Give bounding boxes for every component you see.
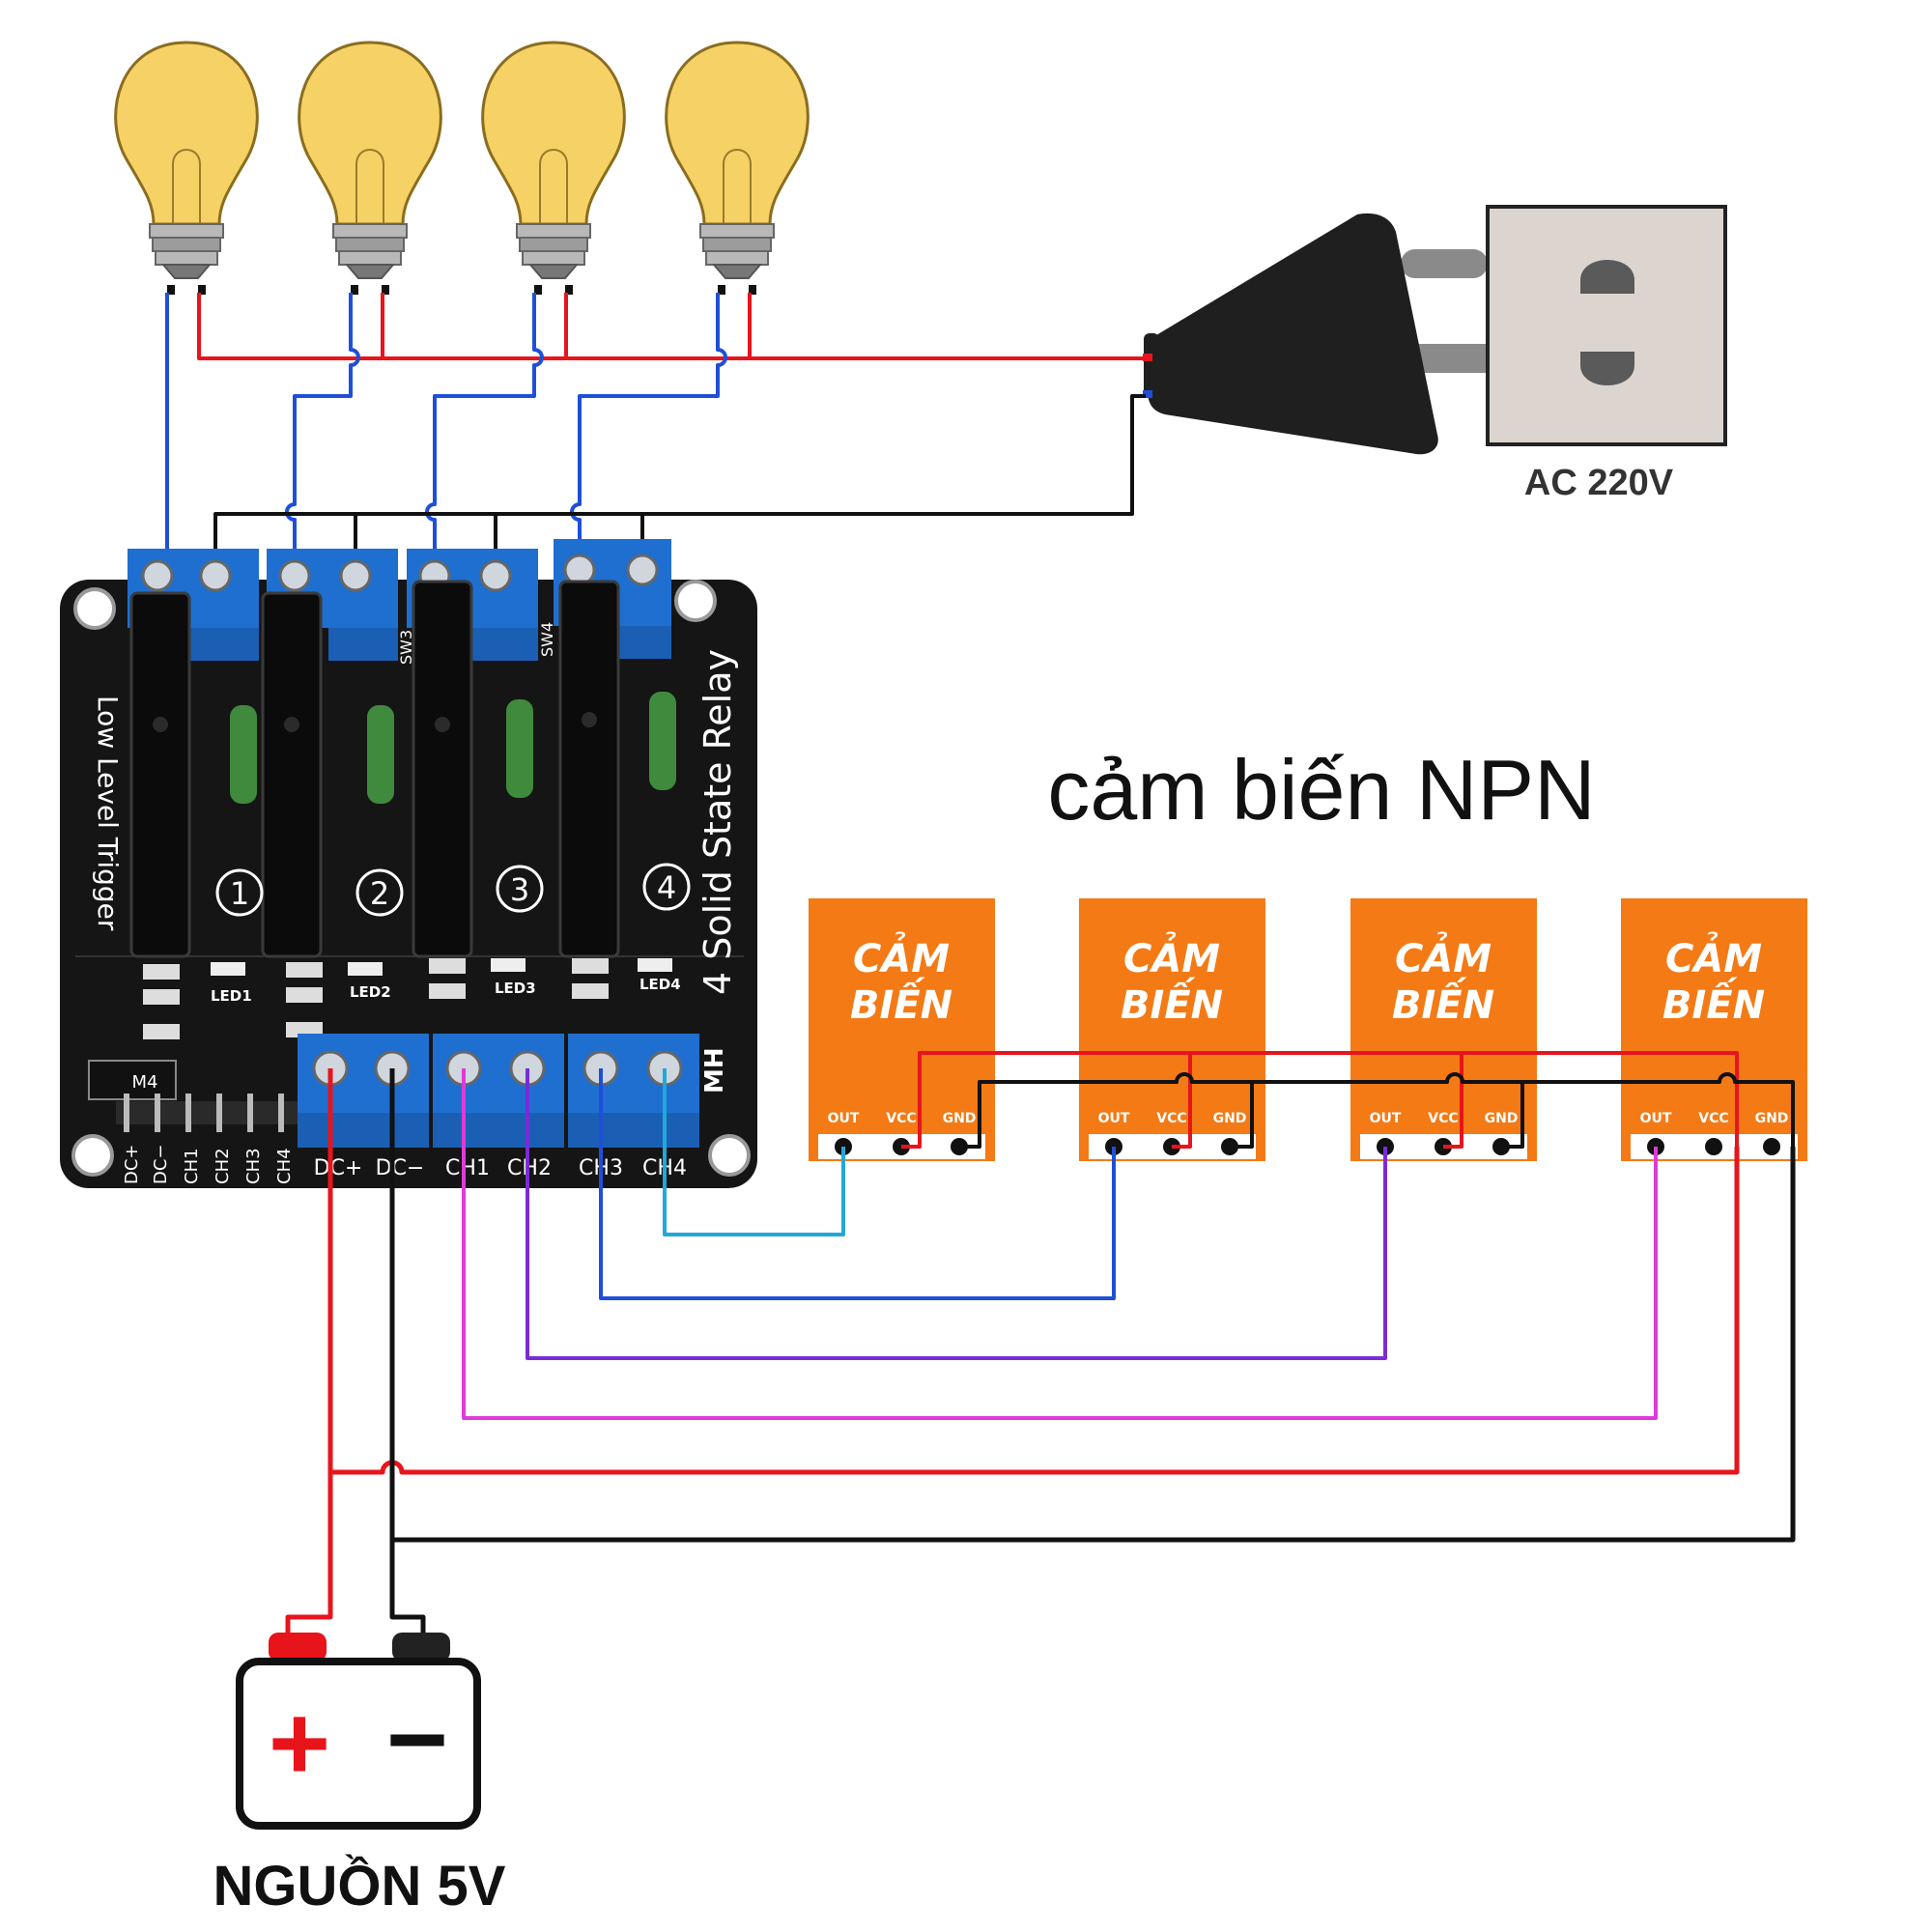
header-pin-label-2: DC− bbox=[151, 1144, 171, 1184]
wire-ch4-sensor1 bbox=[663, 1068, 845, 1236]
svg-text:2: 2 bbox=[370, 875, 389, 912]
sensor-2-pin-out: OUT bbox=[1098, 1111, 1130, 1126]
terminal-label-dc-minus: DC− bbox=[376, 1156, 425, 1180]
bottom-terminal-ch34 bbox=[568, 1034, 699, 1148]
sensor-4-pin-vcc: VCC bbox=[1698, 1111, 1728, 1126]
sensor-2: CẢM BIẾN OUT VCC GND bbox=[1079, 898, 1265, 1161]
led-area-3: LED3 bbox=[429, 958, 536, 999]
sensor-3-title-line2: BIẾN bbox=[1392, 976, 1494, 1028]
sensor-3-pin-out: OUT bbox=[1370, 1111, 1402, 1126]
sensor-3-title-line1: CẢM bbox=[1395, 930, 1492, 981]
sensor-3-pin-gnd: GND bbox=[1485, 1111, 1519, 1126]
header-pin-label-6: CH4 bbox=[274, 1148, 295, 1184]
diagram-title: cảm biến NPN bbox=[1047, 742, 1595, 838]
battery: + − bbox=[236, 1633, 481, 1830]
battery-minus-icon: − bbox=[386, 1680, 448, 1799]
battery-plus-icon: + bbox=[269, 1684, 330, 1803]
ssr-module-1 bbox=[129, 591, 257, 958]
board-name: 4 Solid State Relay bbox=[696, 649, 739, 995]
supply-wires bbox=[285, 1068, 1796, 1642]
signal-wires bbox=[462, 1068, 1658, 1420]
sensor-2-title-line2: BIẾN bbox=[1121, 976, 1223, 1028]
bottom-terminal-power bbox=[298, 1034, 429, 1148]
svg-text:3: 3 bbox=[510, 871, 529, 908]
sensor-4-pin-out: OUT bbox=[1640, 1111, 1672, 1126]
led-area-1: LED1 bbox=[143, 962, 252, 1039]
channel-number-4: 4 bbox=[642, 863, 691, 911]
sensor-2-title-line1: CẢM bbox=[1123, 930, 1220, 981]
led2-label: LED2 bbox=[350, 983, 391, 1001]
wire-ch2-sensor3 bbox=[526, 1068, 1387, 1360]
sw4-label: SW4 bbox=[538, 622, 556, 657]
sensor-3-pin-vcc: VCC bbox=[1428, 1111, 1458, 1126]
svg-text:4: 4 bbox=[657, 869, 676, 906]
ac-socket bbox=[1486, 205, 1727, 446]
sensor-2-pin-vcc: VCC bbox=[1156, 1111, 1186, 1126]
svg-text:M4: M4 bbox=[132, 1072, 158, 1093]
sensor-power-bus bbox=[901, 1051, 1795, 1149]
bulb-3 bbox=[481, 41, 626, 295]
sensor-4-pin-gnd: GND bbox=[1755, 1111, 1789, 1126]
wire-ch1-sensor4 bbox=[462, 1068, 1658, 1420]
sensor-1-title-line1: CẢM bbox=[853, 930, 950, 981]
svg-text:1: 1 bbox=[230, 875, 249, 912]
board-side-label: Low Level Trigger bbox=[92, 696, 124, 931]
bulb-1 bbox=[114, 41, 259, 295]
relay-board: 1 2 3 4 4 Solid State Relay Low Level Tr… bbox=[60, 539, 757, 1188]
ac-plug bbox=[1143, 213, 1502, 455]
sensor-1-title-line2: BIẾN bbox=[850, 976, 952, 1028]
led3-label: LED3 bbox=[495, 980, 536, 997]
terminal-label-dc-plus: DC+ bbox=[314, 1156, 363, 1180]
chip-m4: M4 bbox=[88, 1060, 177, 1100]
channel-number-1: 1 bbox=[215, 868, 264, 917]
sensor-1: CẢM BIẾN OUT VCC GND bbox=[809, 898, 995, 1161]
ac-label: AC 220V bbox=[1524, 463, 1674, 503]
header-pins bbox=[116, 1094, 299, 1132]
header-pin-label-1: DC+ bbox=[122, 1144, 142, 1184]
led-area-4: LED4 bbox=[572, 958, 681, 999]
sensor-4-title-line2: BIẾN bbox=[1662, 976, 1765, 1028]
header-pin-label-5: CH3 bbox=[243, 1148, 264, 1184]
terminal-label-ch1: CH1 bbox=[445, 1156, 490, 1180]
top-terminal-2 bbox=[267, 549, 398, 661]
board-brand: MH bbox=[700, 1047, 729, 1094]
sensor-4-title-line1: CẢM bbox=[1665, 930, 1762, 981]
sensor-3: CẢM BIẾN OUT VCC GND bbox=[1350, 898, 1537, 1161]
ssr-module-3 bbox=[412, 580, 533, 958]
wire-5v-minus bbox=[389, 1068, 1796, 1543]
channel-number-3: 3 bbox=[496, 865, 544, 913]
header-pin-label-4: CH2 bbox=[213, 1148, 233, 1184]
sensor-4: CẢM BIẾN OUT VCC GND bbox=[1621, 898, 1807, 1161]
sensor-1-pin-gnd: GND bbox=[943, 1111, 977, 1126]
channel-number-2: 2 bbox=[355, 868, 404, 917]
ac-wires bbox=[165, 293, 1146, 570]
wire-ch3-sensor2 bbox=[599, 1068, 1116, 1300]
bulb-2 bbox=[298, 41, 442, 295]
sw3-label: SW3 bbox=[397, 630, 415, 665]
bottom-terminal-ch12 bbox=[433, 1034, 564, 1148]
ssr-module-2 bbox=[261, 591, 394, 958]
ssr-module-4 bbox=[558, 580, 676, 958]
bulb-4 bbox=[665, 41, 810, 295]
header-pin-label-3: CH1 bbox=[182, 1148, 202, 1184]
sensor-1-pin-out: OUT bbox=[828, 1111, 860, 1126]
led4-label: LED4 bbox=[639, 976, 681, 993]
sensor-2-pin-gnd: GND bbox=[1213, 1111, 1247, 1126]
led1-label: LED1 bbox=[211, 987, 252, 1005]
power-label: NGUỒN 5V bbox=[213, 1855, 506, 1918]
sensor-1-pin-vcc: VCC bbox=[886, 1111, 916, 1126]
